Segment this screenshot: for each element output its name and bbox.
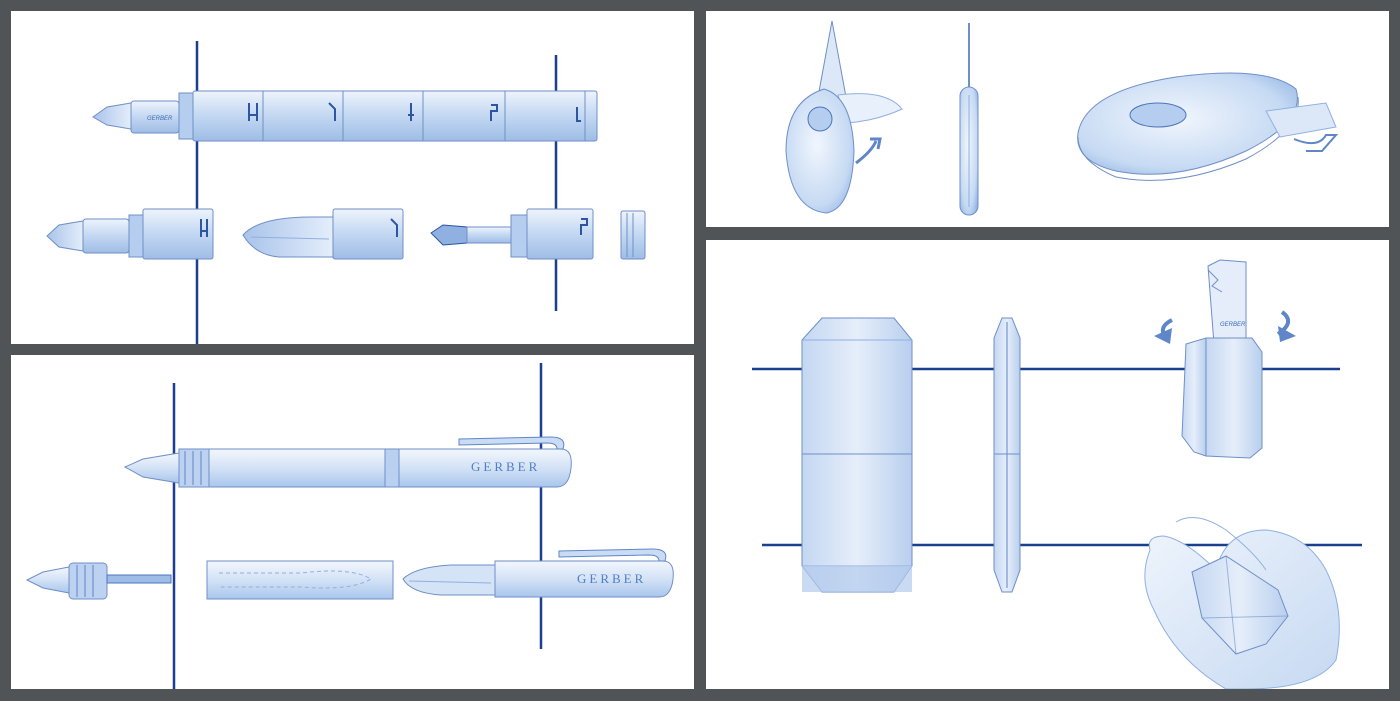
module-knife-blade	[242, 208, 404, 260]
panel-modular-tool-pen: GERBER	[11, 11, 694, 344]
assembled-knife-pen: GERBER	[123, 436, 572, 488]
pebble-knife-front-view	[785, 20, 903, 214]
box-knife-in-hand-view	[1144, 517, 1340, 689]
pebble-knife-perspective-view	[1077, 72, 1339, 181]
module-pen-tip	[46, 208, 214, 260]
pebble-knife-side-view	[959, 23, 979, 216]
box-knife-opening-view: GERBER	[1154, 259, 1296, 459]
panel-pebble-knife	[706, 11, 1389, 227]
box-knife-side-view	[993, 317, 1021, 593]
badge-text: GERBER	[147, 116, 173, 122]
panel-box-knife: GERBER	[706, 240, 1389, 689]
brand-wordmark-exploded: GERBER	[577, 571, 646, 586]
part-blade-handle: GERBER	[402, 548, 674, 598]
part-refill-tip	[25, 562, 172, 600]
pebble-knife-sketch	[785, 20, 1339, 216]
module-end-cap	[620, 210, 646, 260]
module-screwdriver-bit	[430, 208, 594, 260]
assembled-modular-pen: GERBER	[92, 90, 598, 142]
box-knife-front-view	[801, 317, 913, 593]
brand-wordmark: GERBER	[471, 459, 540, 474]
panel-gerber-knife-pen: GERBER GERBER	[11, 355, 694, 689]
badge-text-blade: GERBER	[1220, 322, 1246, 328]
part-blade-sheath	[206, 560, 394, 600]
knife-pen-sketch: GERBER GERBER	[25, 363, 674, 689]
modular-pen-sketch: GERBER	[46, 41, 646, 344]
box-knife-sketch: GERBER	[752, 259, 1362, 689]
